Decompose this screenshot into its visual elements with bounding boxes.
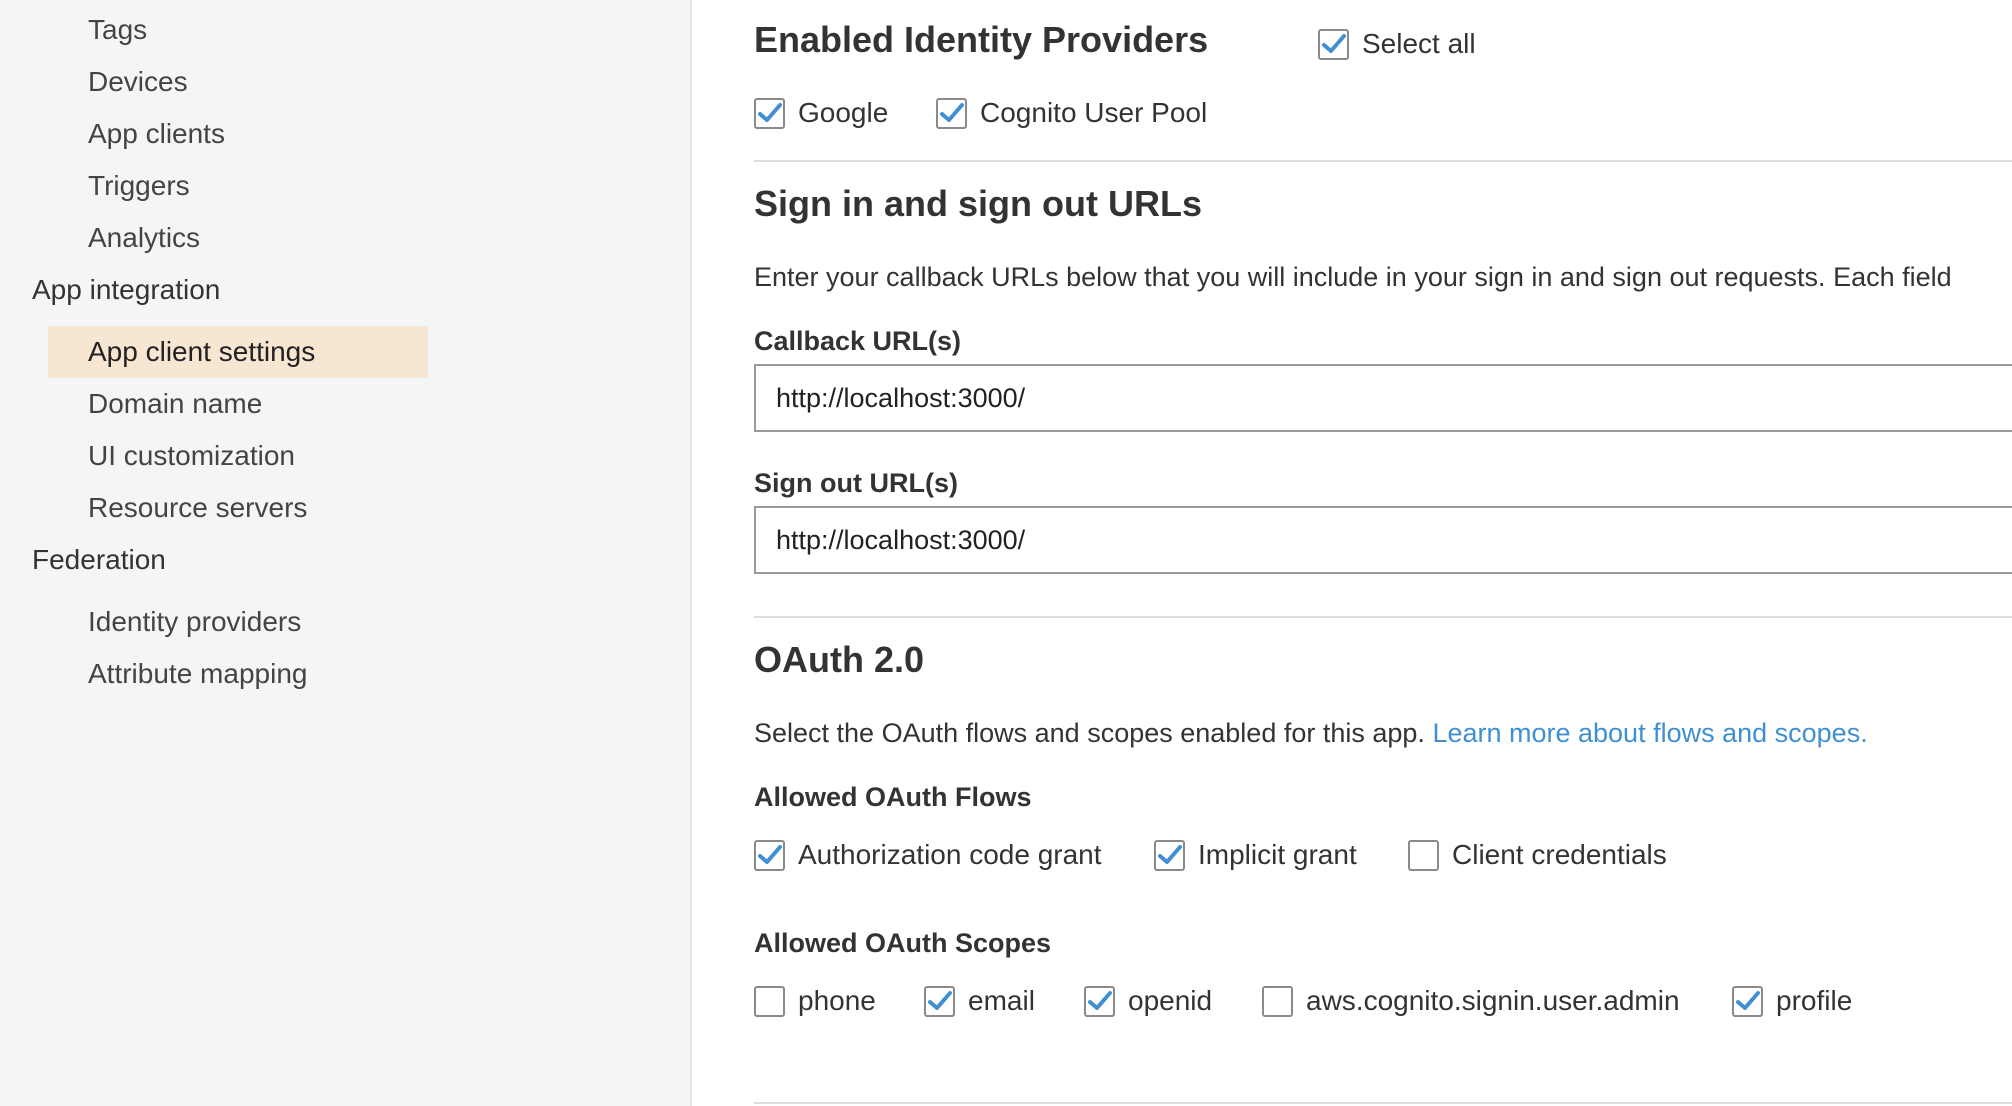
sidebar-item-resource-servers[interactable]: Resource servers xyxy=(88,492,308,523)
sidebar-group-app-integration[interactable]: App integration xyxy=(32,274,221,305)
checkmark-icon xyxy=(757,845,782,864)
urls-title: Sign in and sign out URLs xyxy=(754,183,1202,224)
provider-cognito-label: Cognito User Pool xyxy=(980,97,1208,128)
checkbox-box[interactable] xyxy=(754,985,785,1017)
signout-url-label: Sign out URL(s) xyxy=(754,468,958,498)
section-divider xyxy=(754,160,2012,162)
provider-cognito-checkbox[interactable]: Cognito User Pool xyxy=(936,96,1207,130)
scope-email-label: email xyxy=(968,985,1035,1016)
checkmark-icon xyxy=(939,103,964,122)
flow-implicit-label: Implicit grant xyxy=(1198,839,1357,870)
checkmark-icon xyxy=(1735,991,1760,1010)
sidebar-group-federation[interactable]: Federation xyxy=(32,544,166,575)
sidebar-item-app-clients[interactable]: App clients xyxy=(88,118,225,149)
scope-openid-label: openid xyxy=(1128,985,1213,1016)
scope-profile-checkbox[interactable]: profile xyxy=(1732,984,1852,1018)
checkmark-icon xyxy=(1321,34,1346,53)
sidebar-item-attribute-mapping[interactable]: Attribute mapping xyxy=(88,658,308,689)
oauth-title: OAuth 2.0 xyxy=(754,639,925,680)
identity-providers-title: Enabled Identity Providers xyxy=(754,19,1209,60)
checkbox-box[interactable] xyxy=(1318,28,1349,60)
signout-url-input[interactable] xyxy=(754,506,2012,574)
sidebar: Tags Devices App clients Triggers Analyt… xyxy=(0,0,692,1106)
scope-phone-label: phone xyxy=(798,985,876,1016)
checkbox-box[interactable] xyxy=(754,839,785,871)
checkbox-box[interactable] xyxy=(1408,839,1439,871)
flow-implicit-checkbox[interactable]: Implicit grant xyxy=(1154,838,1357,872)
sidebar-item-analytics[interactable]: Analytics xyxy=(88,222,201,253)
main-content: Enabled Identity Providers Select all Go… xyxy=(692,0,2012,1106)
sidebar-item-identity-providers[interactable]: Identity providers xyxy=(88,606,302,637)
scope-cognito-admin-checkbox[interactable]: aws.cognito.signin.user.admin xyxy=(1262,984,1680,1018)
flow-client-credentials-checkbox[interactable]: Client credentials xyxy=(1408,838,1667,872)
scope-email-checkbox[interactable]: email xyxy=(924,984,1035,1018)
provider-google-checkbox[interactable]: Google xyxy=(754,96,888,130)
sidebar-item-triggers[interactable]: Triggers xyxy=(88,170,190,201)
select-all-label: Select all xyxy=(1362,28,1476,59)
checkmark-icon xyxy=(757,103,782,122)
checkbox-box[interactable] xyxy=(1262,985,1293,1017)
section-divider xyxy=(754,1102,2012,1104)
checkmark-icon xyxy=(1157,845,1182,864)
oauth-description-text: Select the OAuth flows and scopes enable… xyxy=(754,718,1425,748)
checkbox-box[interactable] xyxy=(1084,985,1115,1017)
sidebar-item-devices[interactable]: Devices xyxy=(88,66,188,97)
callback-url-input[interactable] xyxy=(754,364,2012,432)
checkmark-icon xyxy=(1087,991,1112,1010)
oauth-description: Select the OAuth flows and scopes enable… xyxy=(754,716,1868,750)
checkbox-box[interactable] xyxy=(936,97,967,129)
allowed-flows-label: Allowed OAuth Flows xyxy=(754,782,1032,812)
sidebar-item-domain-name[interactable]: Domain name xyxy=(88,388,263,419)
sidebar-item-tags[interactable]: Tags xyxy=(88,14,148,45)
flow-authorization-code-checkbox[interactable]: Authorization code grant xyxy=(754,838,1102,872)
scope-phone-checkbox[interactable]: phone xyxy=(754,984,876,1018)
checkbox-box[interactable] xyxy=(1154,839,1185,871)
sidebar-item-app-client-settings[interactable]: App client settings xyxy=(88,336,316,367)
section-divider xyxy=(754,616,2012,618)
learn-more-link[interactable]: Learn more about flows and scopes. xyxy=(1432,718,1868,748)
checkbox-box[interactable] xyxy=(1732,985,1763,1017)
checkbox-box[interactable] xyxy=(924,985,955,1017)
allowed-scopes-label: Allowed OAuth Scopes xyxy=(754,928,1052,958)
provider-google-label: Google xyxy=(798,97,889,128)
select-all-checkbox[interactable]: Select all xyxy=(1318,27,1476,61)
urls-description: Enter your callback URLs below that you … xyxy=(754,262,1952,292)
checkbox-box[interactable] xyxy=(754,97,785,129)
flow-authorization-code-label: Authorization code grant xyxy=(798,839,1102,870)
scope-openid-checkbox[interactable]: openid xyxy=(1084,984,1212,1018)
scope-profile-label: profile xyxy=(1776,985,1853,1016)
sidebar-item-ui-customization[interactable]: UI customization xyxy=(88,440,295,471)
checkmark-icon xyxy=(927,991,952,1010)
sidebar-active-highlight xyxy=(48,326,428,378)
callback-url-label: Callback URL(s) xyxy=(754,326,962,356)
scope-cognito-admin-label: aws.cognito.signin.user.admin xyxy=(1306,985,1680,1016)
flow-client-credentials-label: Client credentials xyxy=(1452,839,1667,870)
